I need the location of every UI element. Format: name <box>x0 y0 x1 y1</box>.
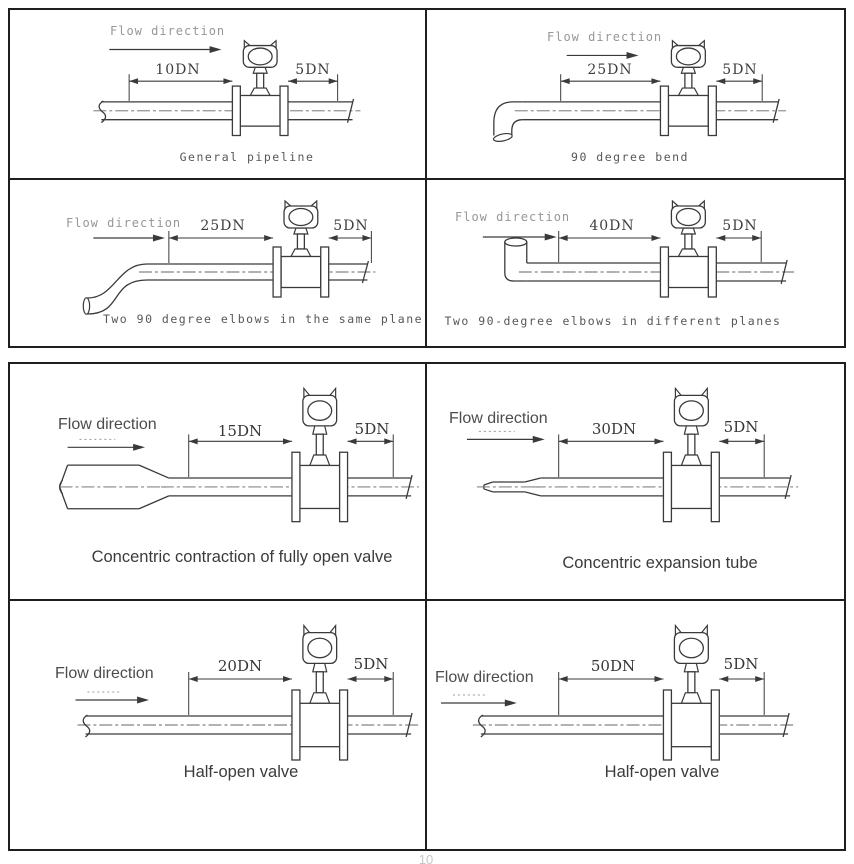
panel-general-pipeline: Flow direction 10DN 5DN General pipeline <box>10 10 427 180</box>
same-plane-elbows-diagram <box>82 199 376 315</box>
panel-two-elbows-different-planes: Flow direction 40DN 5DN Two 90-degree el… <box>427 180 844 346</box>
flow-direction-label: Flow direction <box>55 665 154 682</box>
downstream-dimension-label: 5DN <box>723 655 759 673</box>
upstream-dimension-label: 15DN <box>217 422 263 440</box>
panel-half-open-valve-20dn: Flow direction 20DN 5DN Half-open valve <box>10 601 427 849</box>
panel-caption: Two 90 degree elbows in the same plane <box>102 312 424 326</box>
panel-half-open-valve-50dn: Flow direction 50DN 5DN Half-open valve <box>427 601 844 849</box>
90-degree-bend-diagram <box>492 39 787 142</box>
different-planes-elbows-diagram <box>482 199 795 298</box>
flow-direction-label: Flow direction <box>110 24 226 38</box>
page-number: 10 <box>418 852 434 864</box>
flow-direction-label: Flow direction <box>547 30 663 44</box>
panel-90-degree-bend: Flow direction 25DN 5DN 90 degree bend <box>427 10 844 180</box>
downstream-dimension-label: 5DN <box>333 218 369 234</box>
general-pipeline-diagram <box>93 39 361 137</box>
upstream-dimension-label: 30DN <box>591 420 637 438</box>
downstream-dimension-label: 5DN <box>354 420 390 438</box>
concentric-expansion-diagram <box>466 386 799 523</box>
downstream-dimension-label: 5DN <box>722 218 758 234</box>
upstream-dimension-label: 50DN <box>590 657 636 675</box>
panel-concentric-expansion: Flow direction 30DN 5DN Concentric expan… <box>427 364 844 601</box>
panel-caption: General pipeline <box>179 150 315 164</box>
half-open-valve-diagram <box>10 601 420 761</box>
panel-two-elbows-same-plane: Flow direction 25DN 5DN Two 90 degree el… <box>10 180 427 346</box>
panel-caption: Two 90-degree elbows in different planes <box>444 314 782 328</box>
flow-direction-label: Flow direction <box>449 410 548 427</box>
downstream-dimension-label: 5DN <box>353 655 389 673</box>
downstream-dimension-label: 5DN <box>295 62 331 78</box>
panel-caption: Half-open valve <box>183 763 299 781</box>
concentric-contraction-diagram <box>58 386 420 523</box>
downstream-dimension-label: 5DN <box>722 62 758 78</box>
upper-diagram-grid: Flow direction 10DN 5DN General pipeline… <box>8 8 846 348</box>
flow-direction-label: Flow direction <box>435 669 534 686</box>
flow-direction-label: Flow direction <box>455 210 571 224</box>
upstream-dimension-label: 20DN <box>217 657 263 675</box>
panel-caption: Concentric expansion tube <box>562 554 758 572</box>
panel-caption: Half-open valve <box>604 763 720 781</box>
upstream-dimension-label: 40DN <box>589 218 635 234</box>
half-open-valve-diagram <box>427 601 797 761</box>
upstream-dimension-label: 25DN <box>200 218 246 234</box>
flow-direction-label: Flow direction <box>58 416 157 433</box>
upstream-dimension-label: 10DN <box>155 62 201 78</box>
lower-diagram-grid: Flow direction 15DN 5DN Concentric contr… <box>8 362 846 851</box>
panel-caption: Concentric contraction of fully open val… <box>91 548 393 566</box>
panel-caption: 90 degree bend <box>571 150 689 164</box>
downstream-dimension-label: 5DN <box>723 418 759 436</box>
upstream-dimension-label: 25DN <box>587 62 633 78</box>
flow-direction-label: Flow direction <box>66 216 182 230</box>
panel-concentric-contraction: Flow direction 15DN 5DN Concentric contr… <box>10 364 427 601</box>
